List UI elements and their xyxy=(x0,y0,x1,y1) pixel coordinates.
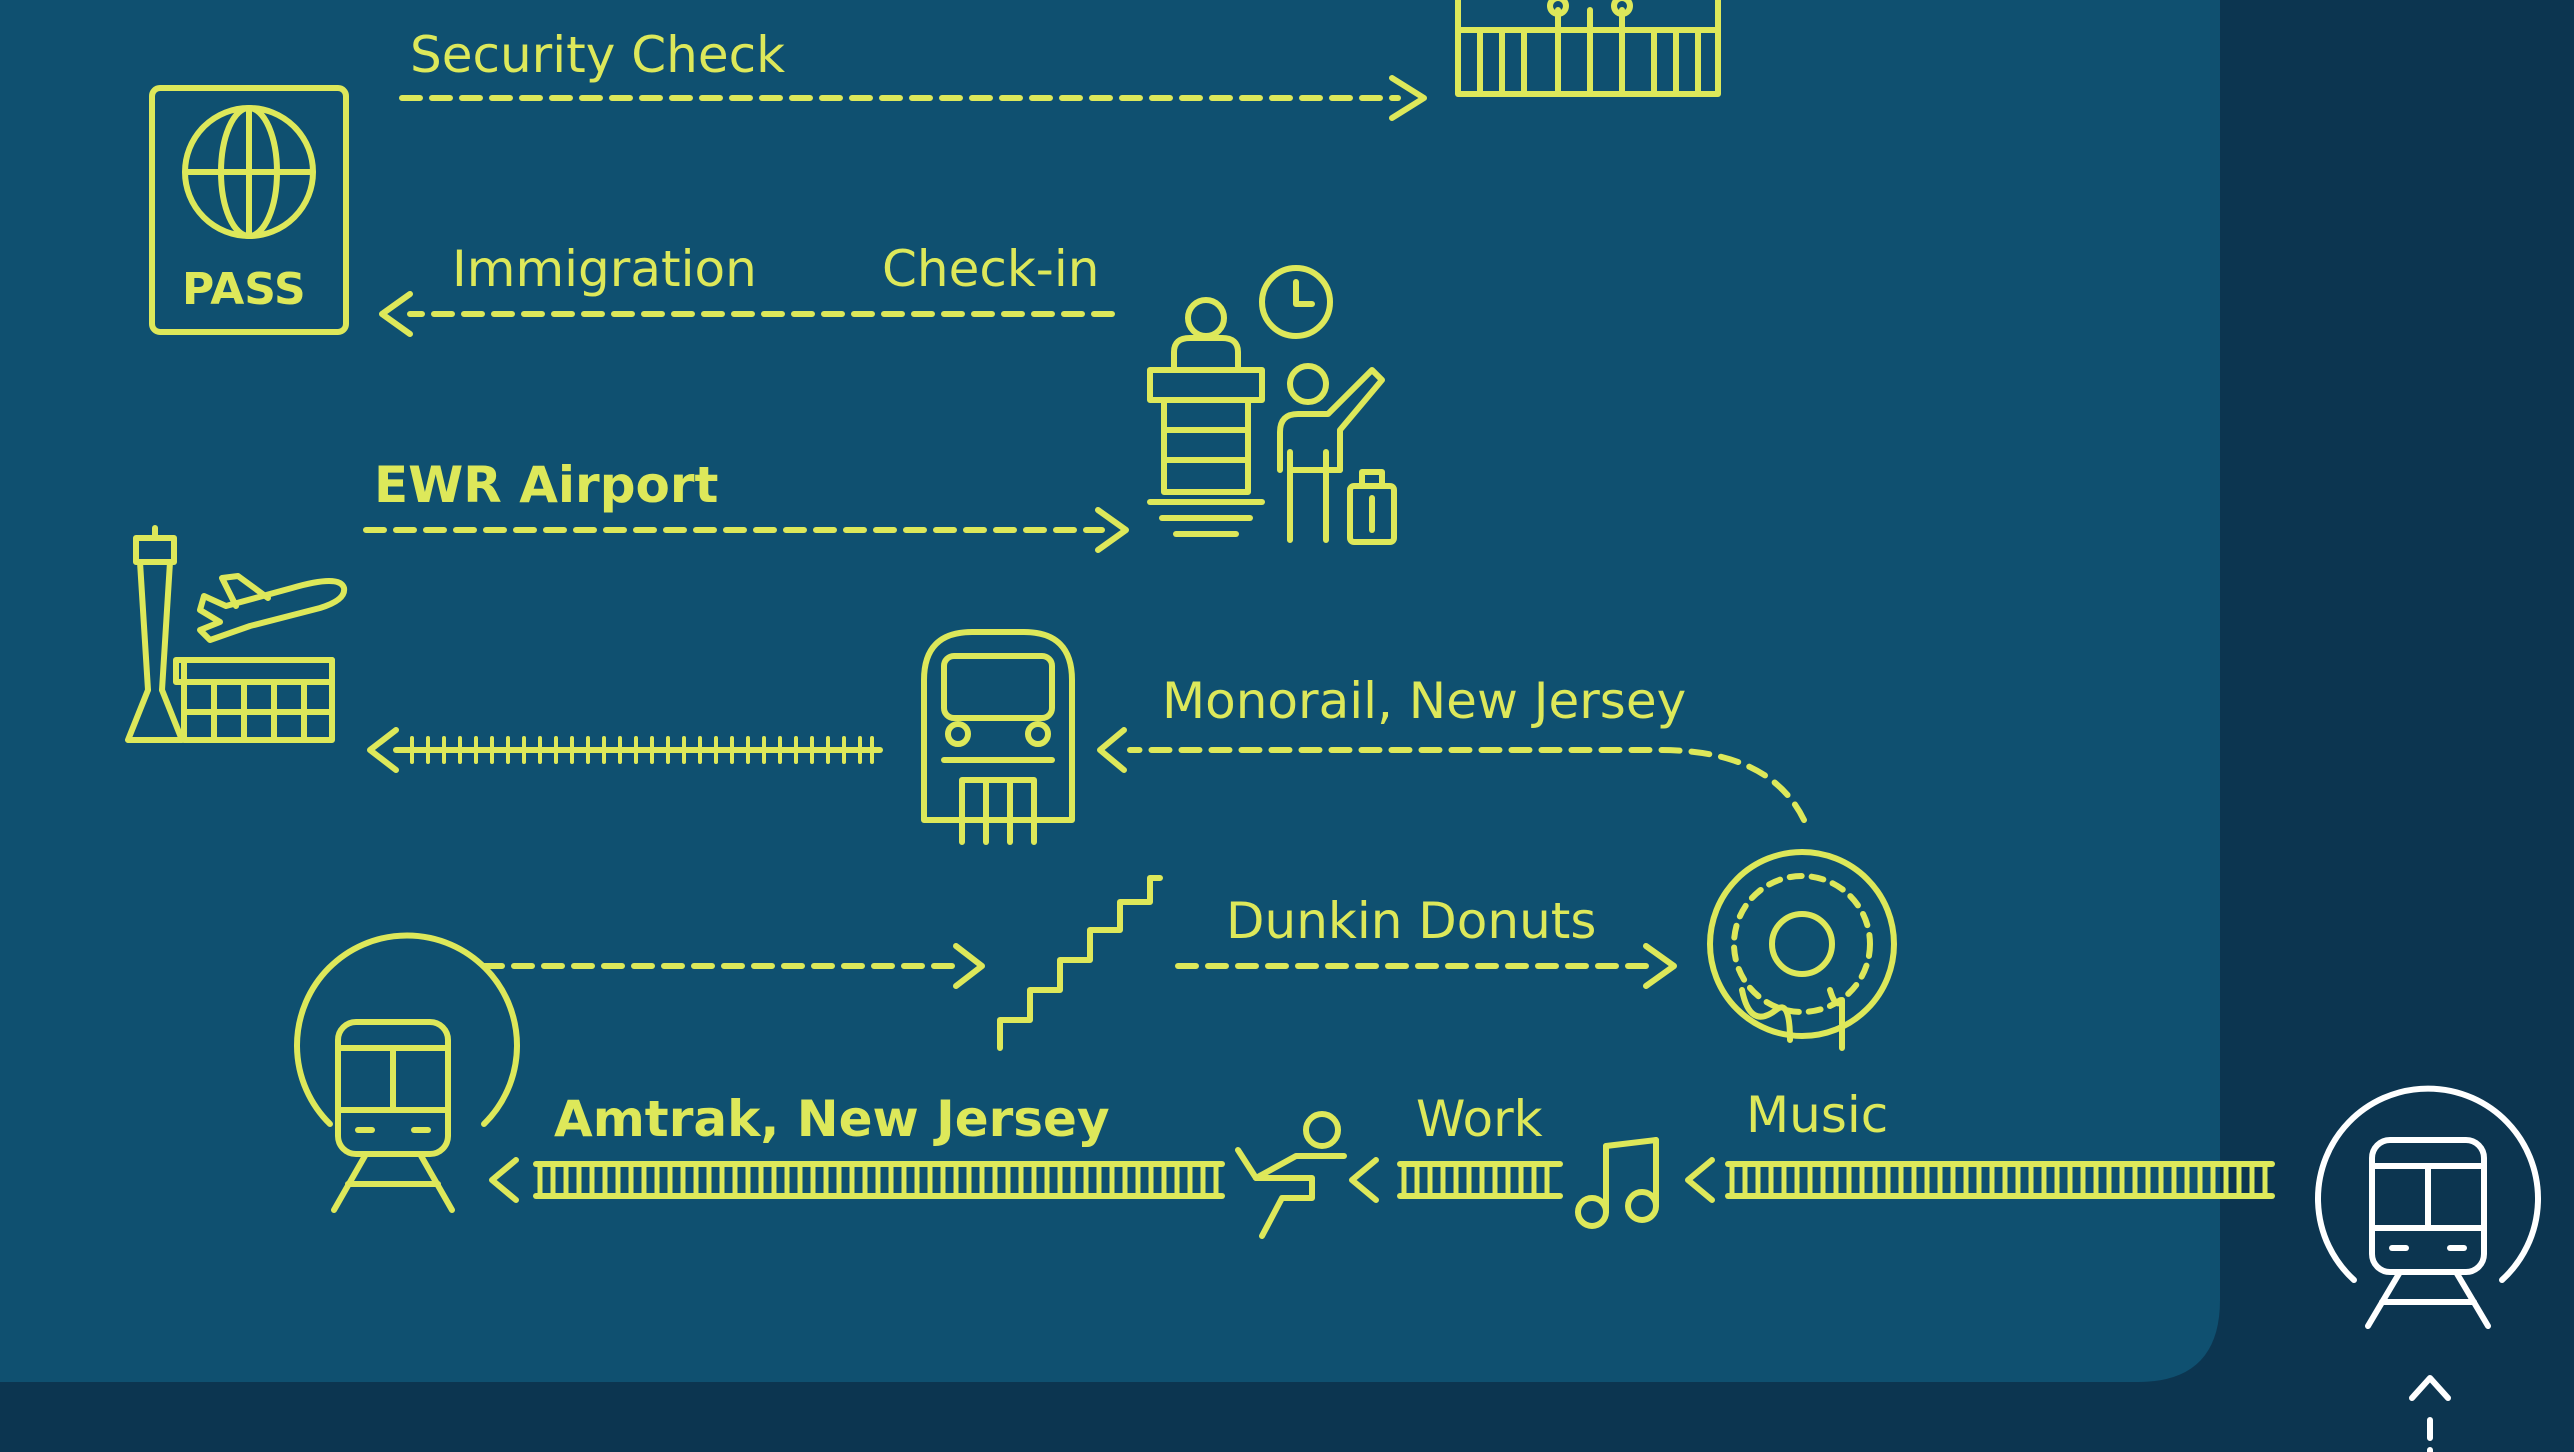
donut-icon xyxy=(1707,849,1897,1051)
passport-icon xyxy=(149,85,349,335)
home-train-icon xyxy=(2315,1085,2541,1452)
monorail-arrow xyxy=(1097,727,1807,823)
airplane-icon xyxy=(197,573,348,643)
airport-tower-icon xyxy=(125,525,335,743)
passport-text: PASS xyxy=(182,264,306,315)
security-check-label: Security Check xyxy=(410,26,785,84)
dunkin-arrow xyxy=(1175,943,1677,989)
music-note-icon xyxy=(1575,1137,1659,1229)
security-building-icon xyxy=(1455,0,1721,97)
dunkin-donuts-label: Dunkin Donuts xyxy=(1226,892,1596,950)
monorail-label: Monorail, New Jersey xyxy=(1162,672,1686,730)
stairs-icon xyxy=(997,875,1163,1051)
amtrak-train-icon xyxy=(294,932,520,1213)
security-check-arrow xyxy=(399,75,1427,121)
rail-ties xyxy=(537,1164,2268,1196)
main-panel xyxy=(0,0,2220,1382)
ewr-airport-label: EWR Airport xyxy=(374,456,718,514)
stairs-arrow xyxy=(481,943,985,989)
amtrak-label: Amtrak, New Jersey xyxy=(554,1090,1110,1148)
check-in-desk-icon xyxy=(1147,297,1265,537)
music-rail-arrow xyxy=(1685,1157,2275,1203)
immigration-arrow xyxy=(379,291,1115,337)
worker-at-desk-icon xyxy=(1235,1111,1347,1239)
clock-icon xyxy=(1259,265,1333,339)
check-in-label: Check-in xyxy=(882,240,1099,298)
traveler-with-luggage-icon xyxy=(1277,363,1397,545)
ewr-airport-arrow xyxy=(363,507,1129,553)
music-label: Music xyxy=(1746,1086,1888,1144)
work-label: Work xyxy=(1416,1090,1543,1148)
monorail-icon xyxy=(921,629,1075,845)
immigration-label: Immigration xyxy=(452,240,757,298)
monorail-track-arrow xyxy=(367,727,883,773)
